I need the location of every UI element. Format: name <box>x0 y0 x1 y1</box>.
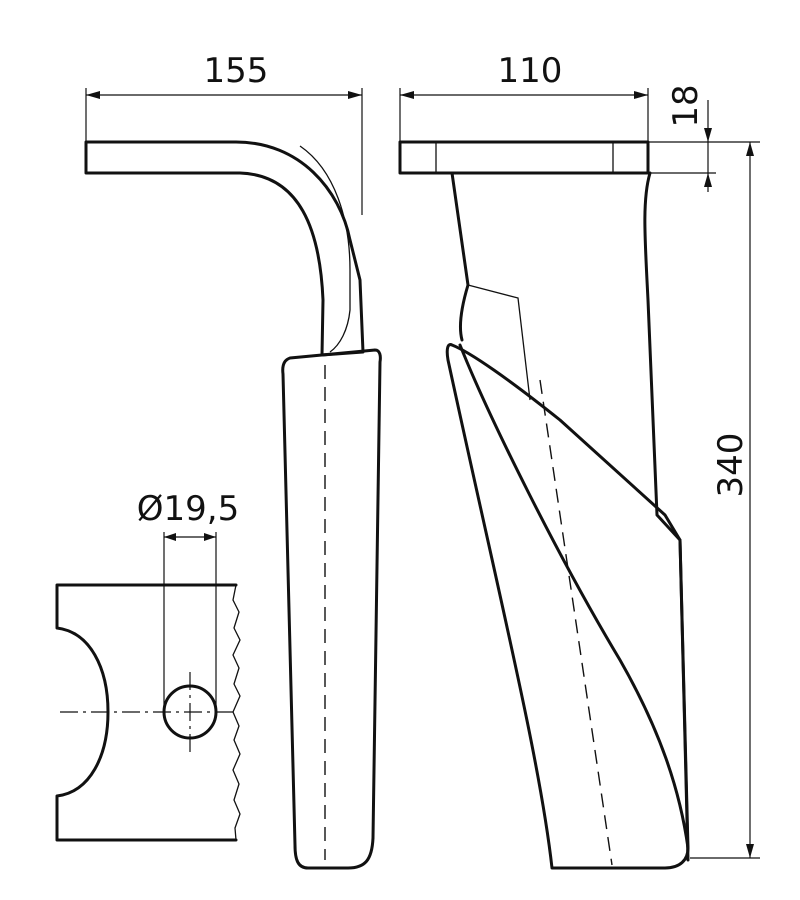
front-view-flange <box>398 140 650 175</box>
front-view-hidden-axis <box>539 379 613 866</box>
front-view-twist-line <box>458 343 690 850</box>
hole-detail-break-line <box>232 584 241 841</box>
front-view: 110 18 340 <box>398 51 760 870</box>
dim-height-label: 340 <box>711 433 751 498</box>
dim-height-arrow-top <box>746 142 754 156</box>
dim-diameter-label: Ø19,5 <box>137 489 239 529</box>
side-view-flange-neck <box>84 140 365 357</box>
front-view-body <box>450 171 690 862</box>
dim-diameter-arrow-left <box>164 533 176 541</box>
dim-width-side-label: 155 <box>204 51 269 91</box>
dim-height-arrow-bottom <box>746 844 754 858</box>
dim-thickness-arrow-top <box>704 128 712 142</box>
dim-width-front-arrow-right <box>634 91 648 99</box>
dim-thickness-arrow-bottom <box>704 173 712 187</box>
dim-width-side-arrow-left <box>86 91 100 99</box>
side-view-blade <box>281 348 382 870</box>
side-view: 155 <box>84 51 382 870</box>
dim-width-side-arrow-right <box>348 91 362 99</box>
front-view-blade-sheet <box>445 343 690 870</box>
side-view-neck-inner-line <box>299 145 351 353</box>
dim-width-front-label: 110 <box>498 51 563 91</box>
front-view-upper-contour <box>467 284 531 401</box>
dim-width-front-arrow-left <box>400 91 414 99</box>
dim-diameter-arrow-right <box>204 533 216 541</box>
side-view-blade-top-edge <box>289 349 376 359</box>
hole-detail: Ø19,5 <box>55 489 241 842</box>
dim-thickness-label: 18 <box>666 84 706 127</box>
